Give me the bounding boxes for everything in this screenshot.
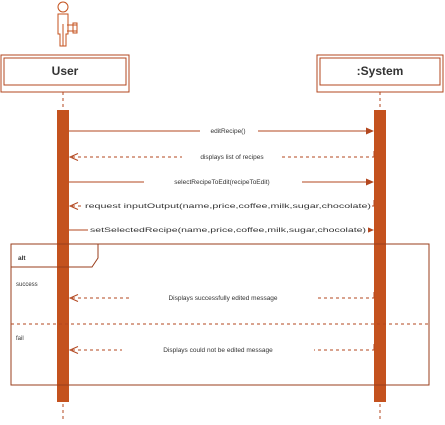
user-lifeline-header: User <box>0 54 130 93</box>
guard-fail: fail <box>16 336 24 342</box>
message-selectrecipetoedit: selectRecipeToEdit(recipeToEdit) <box>69 176 374 186</box>
message-fail: Displays could not be edited message <box>68 344 375 354</box>
system-activation-bar <box>374 110 386 402</box>
user-activation-bar <box>57 110 69 402</box>
message-displays-list: displays list of recipes <box>68 151 375 161</box>
system-lifeline-header: :System <box>316 54 444 93</box>
message-label: displays list of recipes <box>200 154 264 161</box>
guard-success: success <box>16 282 38 288</box>
message-label: editRecipe() <box>210 128 245 135</box>
message-success: Displays successfully edited message <box>68 292 375 302</box>
message-request-inputoutput: request inputOutput(name,price,coffee,mi… <box>68 200 375 210</box>
message-editrecipe: editRecipe() <box>69 125 374 135</box>
alt-label: alt <box>18 255 26 262</box>
actor-icon <box>57 1 78 47</box>
message-label: selectRecipeToEdit(recipeToEdit) <box>174 179 269 186</box>
message-label: setSelectedRecipe(name,price,coffee,milk… <box>90 227 366 234</box>
system-label: :System <box>357 64 404 78</box>
alt-fragment: alt success fail <box>10 243 430 386</box>
message-label: request inputOutput(name,price,coffee,mi… <box>85 203 371 210</box>
user-label: User <box>52 64 79 78</box>
message-setselectedrecipe: setSelectedRecipe(name,price,coffee,milk… <box>69 224 374 234</box>
message-label: Displays could not be edited message <box>163 347 273 354</box>
message-label: Displays successfully edited message <box>168 295 277 302</box>
